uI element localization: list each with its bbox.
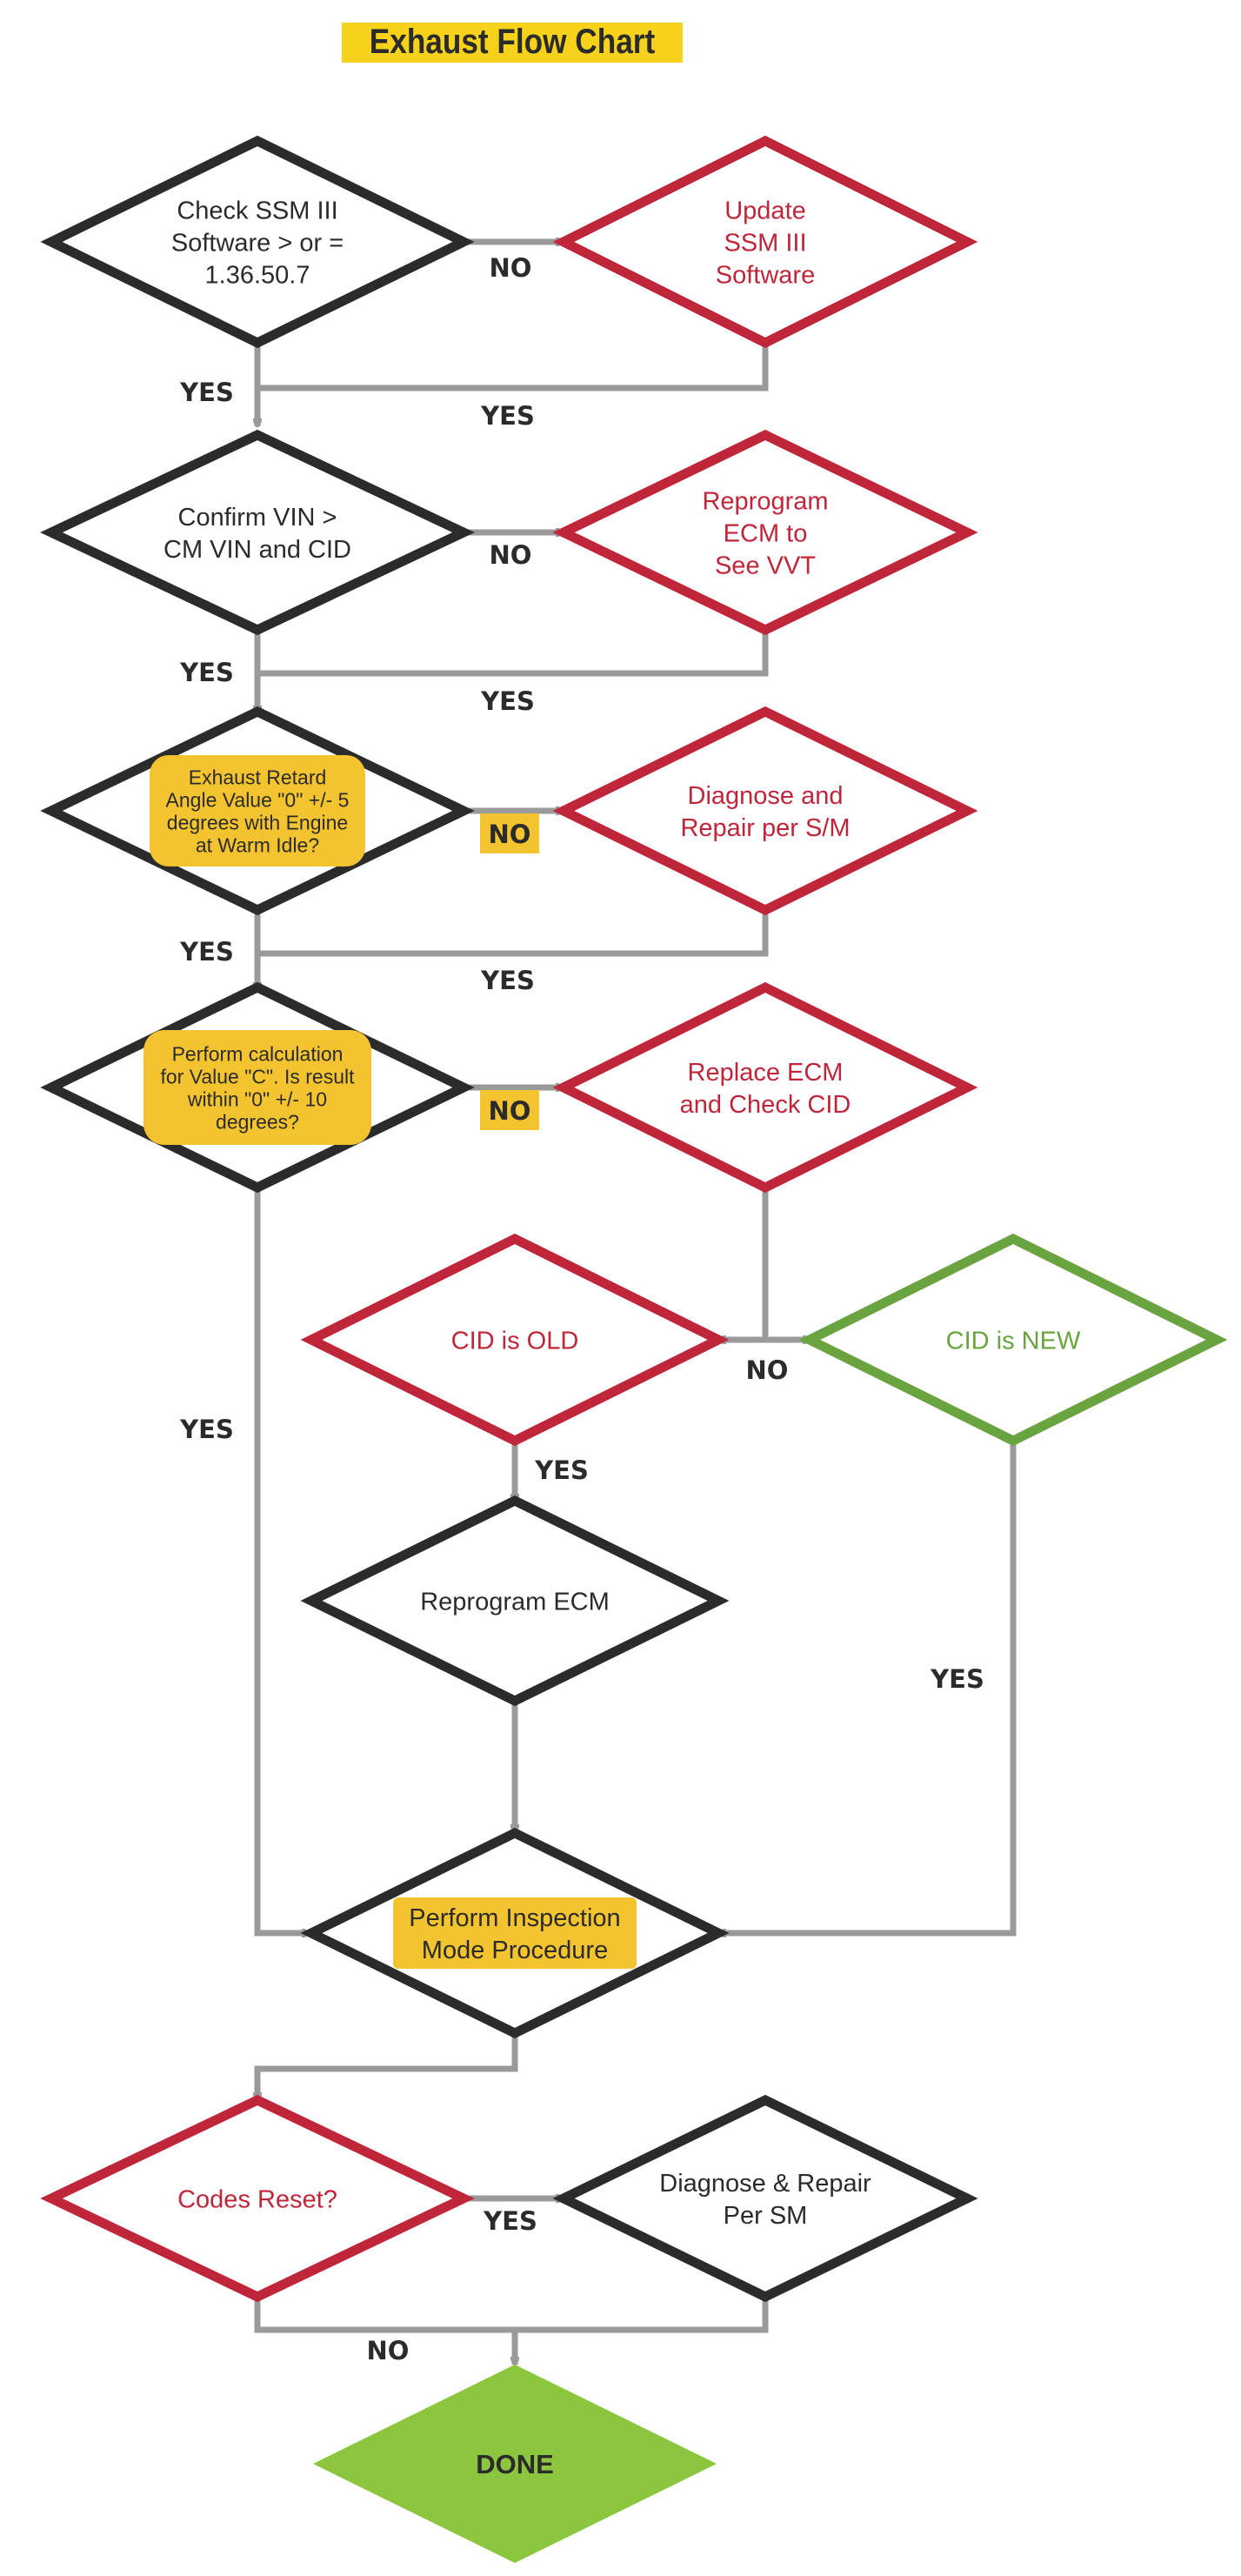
exhaust-retard-highlight bbox=[150, 755, 365, 866]
inspection-text-line: Perform Inspection bbox=[409, 1904, 620, 1932]
exhaust-retard-text-line: at Warm Idle? bbox=[196, 833, 319, 856]
edge-cid-new-yes bbox=[718, 1441, 1017, 1933]
exhaust-retard-text-line: degrees with Engine bbox=[167, 811, 348, 833]
label-no-check-ssm: NO bbox=[490, 253, 532, 283]
diagnose-repair-diamond bbox=[552, 2094, 978, 2303]
cid-old-diamond bbox=[300, 1233, 730, 1447]
title-highlight bbox=[342, 23, 683, 63]
replace-ecm-text-line: Replace ECM bbox=[688, 1059, 844, 1087]
reprogram-vvt-text-line: Reprogram bbox=[702, 487, 828, 515]
label-yes-calc: YES bbox=[179, 1415, 234, 1444]
label-yes-update-ssm: YES bbox=[480, 401, 535, 431]
confirm-vin-text-line: CM VIN and CID bbox=[163, 536, 351, 564]
check-ssm-text-line: Check SSM III bbox=[177, 197, 337, 224]
check-ssm-diamond bbox=[40, 135, 475, 349]
cid-old-text-line: CID is OLD bbox=[451, 1327, 579, 1355]
label-yes-codes: YES bbox=[483, 2206, 537, 2236]
done-diamond bbox=[313, 2365, 717, 2563]
exhaust-retard-text-line: Angle Value "0" +/- 5 bbox=[166, 788, 350, 811]
inspection-highlight bbox=[393, 1897, 637, 1969]
exhaust-retard-text-line: Exhaust Retard bbox=[189, 766, 327, 788]
chart-title: Exhaust Flow Chart bbox=[370, 22, 656, 61]
label-yes-check-ssm: YES bbox=[179, 378, 234, 407]
perform-calc-text-line: for Value "C". Is result bbox=[161, 1065, 356, 1087]
diagnose-sm-text-line: Diagnose and bbox=[688, 782, 844, 810]
perform-calc-highlight bbox=[143, 1030, 371, 1145]
label-yes-exhaust: YES bbox=[179, 937, 234, 967]
label-yes-confirm-vin: YES bbox=[179, 658, 234, 687]
reprogram-vvt-text-line: ECM to bbox=[724, 519, 808, 547]
diagnose-repair-text-line: Per SM bbox=[724, 2202, 808, 2230]
label-no-calc: NO bbox=[489, 1096, 531, 1126]
diagnose-repair-text-line: Diagnose & Repair bbox=[659, 2170, 871, 2198]
update-ssm-text-line: SSM III bbox=[724, 229, 806, 257]
update-ssm-text-line: Software bbox=[716, 261, 815, 289]
cid-new-text-line: CID is NEW bbox=[946, 1327, 1081, 1355]
edge-labels: NO YES YES NO YES YES NO YES YES NO NO Y… bbox=[179, 253, 984, 2365]
reprogram-ecm-text-line: Reprogram ECM bbox=[420, 1588, 610, 1616]
update-ssm-diamond bbox=[552, 135, 978, 349]
cid-new-diamond bbox=[798, 1233, 1228, 1447]
label-yes-cid-old: YES bbox=[534, 1455, 589, 1485]
reprogram-ecm-diamond bbox=[300, 1495, 730, 1707]
label-yes-diagnose-sm: YES bbox=[480, 966, 535, 995]
perform-calc-text-line: Perform calculation bbox=[172, 1042, 344, 1065]
check-ssm-text-line: 1.36.50.7 bbox=[205, 261, 310, 289]
perform-calc-text-line: within "0" +/- 10 bbox=[187, 1087, 327, 1110]
label-no-confirm-vin: NO bbox=[490, 540, 532, 570]
edge-calc-yes bbox=[254, 1188, 310, 1933]
diagnose-sm-text-line: Repair per S/M bbox=[680, 814, 850, 842]
edge-diagnose-repair-to-done bbox=[515, 2297, 769, 2333]
confirm-vin-text-line: Confirm VIN > bbox=[178, 504, 337, 532]
label-yes-reprogram-vvt: YES bbox=[480, 686, 535, 716]
codes-reset-text-line: Codes Reset? bbox=[177, 2185, 337, 2213]
reprogram-vvt-diamond bbox=[552, 429, 978, 636]
done-text-line: DONE bbox=[476, 2449, 554, 2479]
replace-ecm-text-line: and Check CID bbox=[680, 1091, 851, 1119]
confirm-vin-diamond bbox=[40, 429, 475, 636]
connectors bbox=[254, 242, 1017, 2365]
highlights bbox=[143, 755, 637, 1969]
node-texts: Check SSM III Software > or = 1.36.50.7 Upd… bbox=[161, 197, 1081, 2479]
decision-shapes bbox=[40, 135, 1228, 2563]
edge-inspection-to-codes bbox=[257, 2033, 518, 2100]
no-label-highlight-exhaust bbox=[480, 813, 539, 853]
label-yes-cid-new: YES bbox=[930, 1664, 984, 1694]
reprogram-vvt-text-line: See VVT bbox=[715, 552, 816, 579]
edge-replace-ecm-to-cid-old bbox=[718, 1188, 769, 1340]
replace-ecm-diamond bbox=[552, 981, 978, 1194]
label-no-cid: NO bbox=[746, 1355, 789, 1385]
update-ssm-text-line: Update bbox=[724, 197, 806, 224]
inspection-text-line: Mode Procedure bbox=[422, 1937, 608, 1964]
edge-codes-no bbox=[254, 2297, 515, 2365]
perform-calc-text-line: degrees? bbox=[216, 1110, 299, 1133]
no-label-highlight-calc bbox=[480, 1090, 539, 1130]
codes-reset-diamond bbox=[40, 2094, 475, 2303]
check-ssm-text-line: Software > or = bbox=[171, 229, 344, 257]
label-no-exhaust: NO bbox=[489, 820, 531, 849]
diagnose-sm-diamond bbox=[552, 706, 978, 916]
label-no-codes: NO bbox=[367, 2336, 410, 2365]
